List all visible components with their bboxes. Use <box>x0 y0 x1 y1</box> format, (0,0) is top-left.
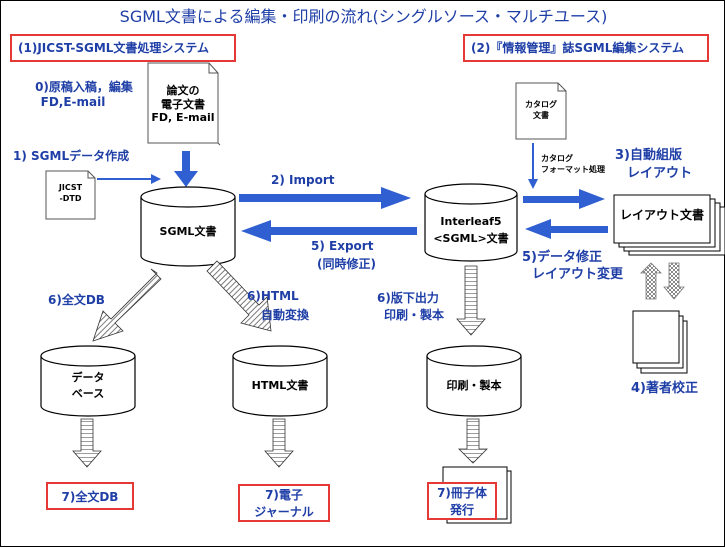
step1-label: 1) SGMLデータ作成 <box>13 149 130 163</box>
dtd-document-icon <box>45 170 96 220</box>
layout-doc-label: レイアウト文書 <box>619 208 704 222</box>
hatched-arrow-to-print <box>456 265 486 336</box>
db-line2: ベース <box>71 387 105 400</box>
system-left-label: (1)JICST-SGML文書処理システム <box>10 34 236 62</box>
arrow-dtd-to-sgml <box>97 174 161 184</box>
step6-html-line1: 6)HTML <box>247 289 299 303</box>
catalog-proc-line2: フォーマット処理 <box>541 165 605 174</box>
import-label: 2) Import <box>271 173 335 187</box>
proof-up-arrow <box>640 262 662 300</box>
diagram-title: SGML文書による編集・印刷の流れ(シングルソース・マルチユース) <box>119 7 608 26</box>
paper-doc-line3: FD, E-mail <box>151 111 215 124</box>
arrow-from-layout <box>525 219 608 239</box>
output-fulltext-db-label: 7)全文DB <box>61 489 119 504</box>
catalog-doc-line1: カタログ <box>525 100 557 109</box>
dtd-line1: JICST <box>58 183 83 192</box>
output-booklet-line1: 7)冊子体 <box>437 486 487 500</box>
hatched-arrow-db-out <box>72 418 102 468</box>
interleaf-cylinder <box>424 183 518 262</box>
output-ejournal-line2: ジャーナル <box>254 505 314 519</box>
output-fulltext-db: 7)全文DB <box>46 482 134 510</box>
print-bind-label: 印刷・製本 <box>446 379 502 392</box>
dtd-line2: -DTD <box>59 194 82 203</box>
step4-label: 4)著者校正 <box>631 381 698 396</box>
arrow-to-sgml <box>174 151 198 187</box>
interleaf-line2: <SGML>文書 <box>433 232 509 245</box>
database-cylinder <box>40 345 136 417</box>
hatched-arrow-to-db <box>92 268 162 342</box>
proof-document-stack <box>632 310 688 374</box>
db-line1: データ <box>71 371 105 384</box>
catalog-doc-line2: 文書 <box>533 111 549 120</box>
hatched-arrow-to-html <box>206 260 272 332</box>
arrow-to-layout <box>523 189 605 209</box>
export-label-line2: (同時修正) <box>317 257 376 271</box>
sgml-document-cylinder <box>140 186 236 267</box>
catalog-arrow <box>528 143 538 189</box>
paper-doc-line2: 電子文書 <box>161 98 205 111</box>
output-booklet: 7)冊子体 発行 <box>427 482 497 520</box>
step6-print-line2: 印刷・製本 <box>384 308 445 322</box>
output-ejournal-line1: 7)電子 <box>265 488 303 502</box>
catalog-proc-line1: カタログ <box>541 154 573 163</box>
step6-print-line1: 6)版下出力 <box>377 291 439 305</box>
system-right-label: (2)『情報管理』誌SGML編集システム <box>463 34 709 62</box>
import-arrow <box>239 187 411 209</box>
paper-doc-line1: 論文の <box>166 84 200 97</box>
step6-fulltext-label: 6)全文DB <box>48 293 105 307</box>
step5-line2: レイアウト変更 <box>532 267 624 282</box>
paper-document-icon <box>147 62 221 146</box>
html-doc-label: HTML文書 <box>251 379 309 392</box>
layout-document-stack <box>613 194 725 256</box>
step0-label-line2: FD,E-mail <box>40 95 106 109</box>
step3-line1: 3)自動組版 <box>615 148 682 163</box>
step3-line2: レイアウト <box>627 166 693 181</box>
output-booklet-line2: 発行 <box>449 503 474 517</box>
catalog-document-icon <box>515 82 567 140</box>
print-cylinder <box>426 345 522 417</box>
hatched-arrow-html-out <box>264 418 294 468</box>
proof-down-arrow <box>663 262 685 300</box>
step0-label-line1: 0)原稿入稿，編集 <box>35 80 133 94</box>
export-label-line1: 5) Export <box>311 239 374 253</box>
hatched-arrow-print-out <box>458 418 488 464</box>
output-ejournal: 7)電子 ジャーナル <box>238 484 330 522</box>
step6-html-line2: 自動変換 <box>261 308 310 322</box>
interleaf-line1: Interleaf5 <box>440 215 502 228</box>
sgml-doc-label: SGML文書 <box>159 225 217 238</box>
step5-line1: 5)データ修正 <box>522 250 602 265</box>
html-cylinder <box>232 345 328 417</box>
export-arrow <box>241 220 417 242</box>
